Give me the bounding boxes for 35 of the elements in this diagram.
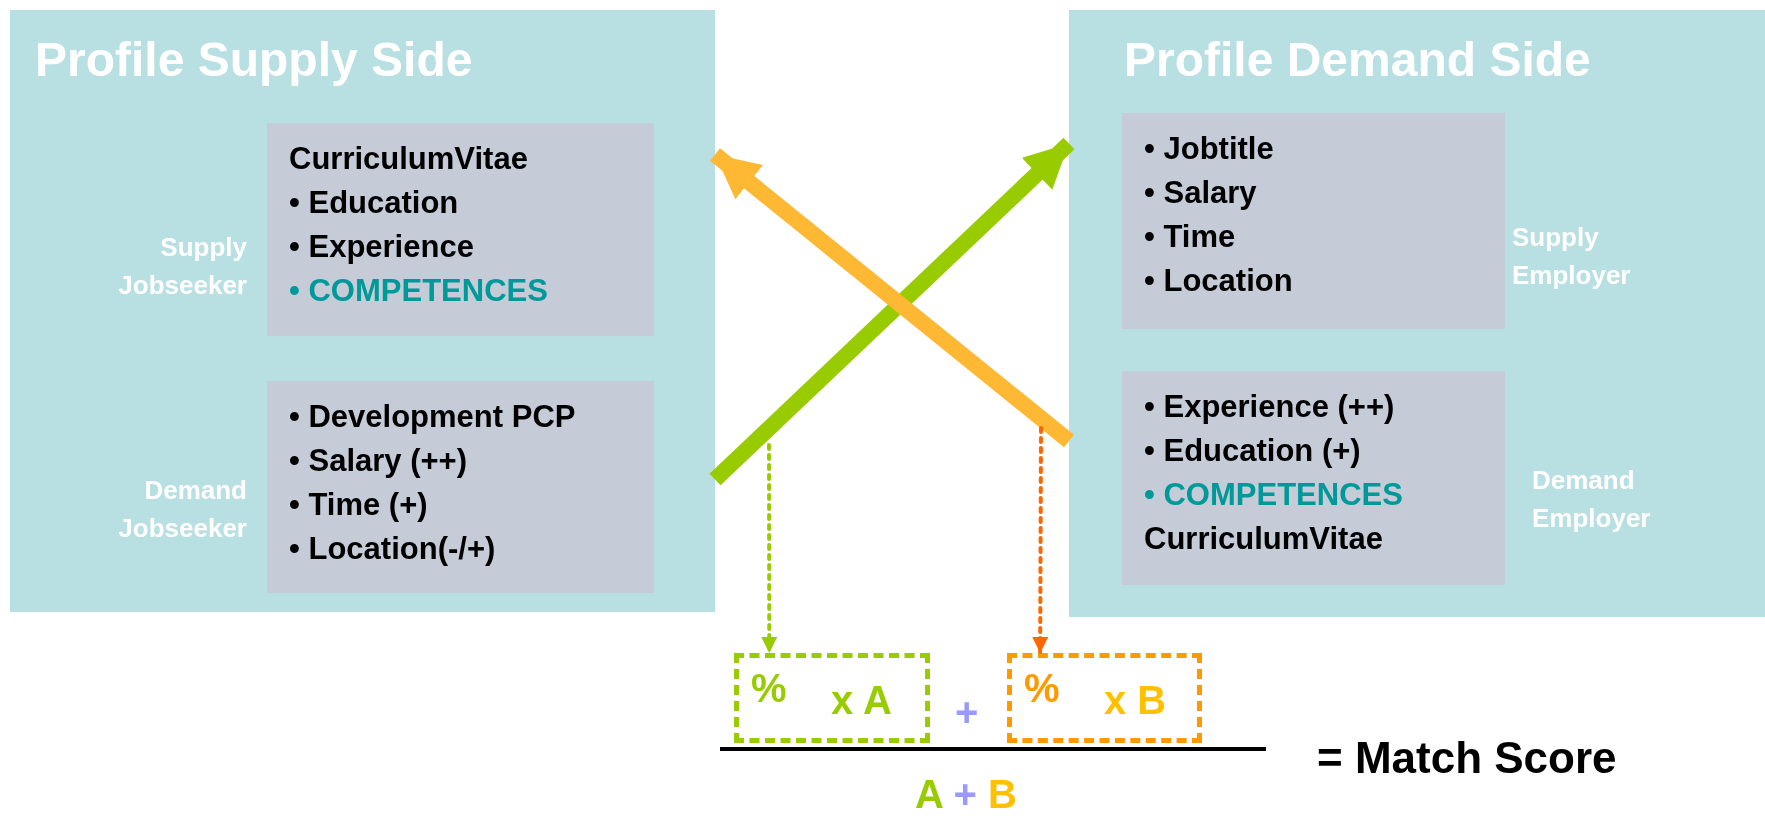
dashed-box xyxy=(1007,653,1202,743)
side-label: Supply Jobseeker xyxy=(117,231,247,302)
dashed-box xyxy=(734,653,930,743)
list-item: • COMPETENCES xyxy=(289,272,549,310)
result-label: = Match Score xyxy=(1317,733,1617,783)
list-item: CurriculumVitae xyxy=(289,140,529,178)
panel-title: Profile Demand Side xyxy=(1124,32,1591,87)
list-item: • Time (+) xyxy=(289,486,429,524)
formula-term: % xyxy=(751,666,787,711)
list-item: • Development PCP xyxy=(289,398,577,436)
denominator: A + B xyxy=(915,772,1017,817)
list-item: • Experience xyxy=(289,228,475,266)
list-item: • Education xyxy=(289,184,460,222)
side-label: Demand Jobseeker xyxy=(117,474,247,545)
list-item: • Location xyxy=(1144,262,1294,300)
formula-term: x B xyxy=(1104,678,1167,723)
panel-title: Profile Supply Side xyxy=(35,32,473,87)
side-label: Supply Employer xyxy=(1512,221,1632,292)
list-item: • Salary (++) xyxy=(289,442,468,480)
formula-term: x A xyxy=(831,678,892,723)
list-item: CurriculumVitae xyxy=(1144,520,1384,558)
profile-panel xyxy=(10,10,715,612)
list-item: • Jobtitle xyxy=(1144,130,1275,168)
list-item: • COMPETENCES xyxy=(1144,476,1404,514)
arrow xyxy=(1032,426,1049,655)
profile-panel xyxy=(1069,10,1765,617)
list-item: • Education (+) xyxy=(1144,432,1362,470)
plus-sign: + xyxy=(955,690,979,735)
side-label: Demand Employer xyxy=(1532,464,1652,535)
arrow xyxy=(761,443,778,655)
list-item: • Experience (++) xyxy=(1144,388,1396,426)
formula-term: % xyxy=(1024,666,1060,711)
list-item: • Time xyxy=(1144,218,1237,256)
list-item: • Location(-/+) xyxy=(289,530,497,568)
list-item: • Salary xyxy=(1144,174,1258,212)
